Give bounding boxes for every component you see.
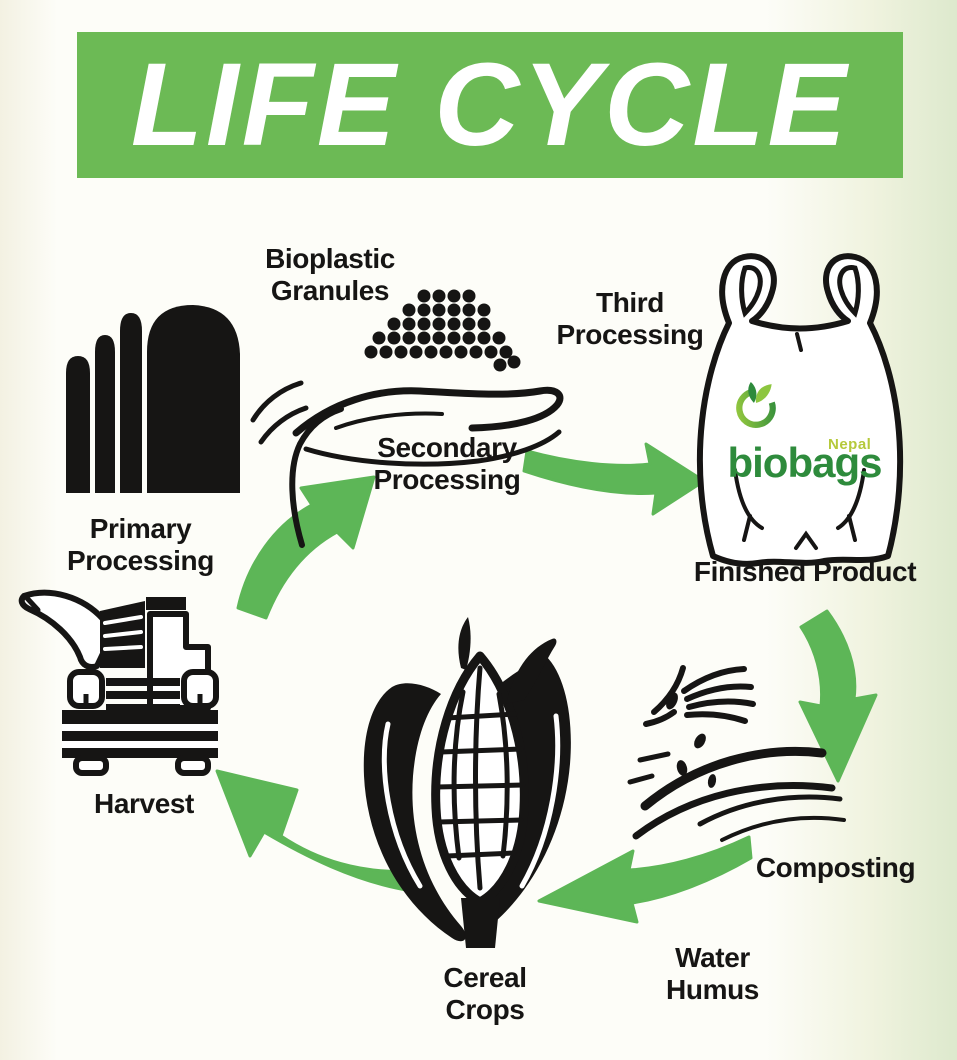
arrow-secondary-to-finished bbox=[522, 442, 706, 516]
label-finished-product: Finished Product bbox=[693, 556, 917, 587]
arrow-cereal-to-harvest bbox=[215, 769, 414, 893]
leaf-circle-icon bbox=[736, 382, 776, 428]
arrow-composting-to-cereal bbox=[537, 835, 753, 924]
hand-holding-granules-icon bbox=[250, 289, 564, 548]
logo-brand-text: biobags bbox=[727, 439, 882, 486]
corn-cob-icon bbox=[363, 617, 571, 948]
granule-pile bbox=[364, 289, 521, 372]
arrow-harvest-to-secondary bbox=[236, 475, 376, 620]
hand-sowing-seeds-icon bbox=[627, 665, 846, 842]
combine-harvester-icon bbox=[18, 589, 219, 776]
bag-brand-logo: Nepal biobags bbox=[712, 382, 897, 498]
label-third-processing: Third Processing bbox=[556, 287, 704, 351]
plastic-bag-icon bbox=[696, 253, 904, 567]
label-cereal-crops: Cereal Crops bbox=[443, 962, 527, 1026]
page-title: LIFE CYCLE bbox=[130, 39, 850, 171]
hand-sketch bbox=[250, 380, 564, 548]
label-bioplastic-granules: Bioplastic Granules bbox=[265, 243, 395, 307]
label-harvest: Harvest bbox=[94, 788, 194, 819]
label-primary-processing: Primary Processing bbox=[67, 513, 214, 577]
label-composting: Composting bbox=[755, 852, 916, 883]
label-secondary-processing: Secondary Processing bbox=[373, 432, 521, 496]
logo-region-text: Nepal bbox=[828, 436, 872, 453]
label-water-humus: Water Humus bbox=[666, 942, 759, 1006]
title-banner: LIFE CYCLE bbox=[77, 32, 903, 178]
factory-silos-icon bbox=[66, 305, 240, 493]
arrow-finished-to-composting bbox=[798, 609, 878, 783]
